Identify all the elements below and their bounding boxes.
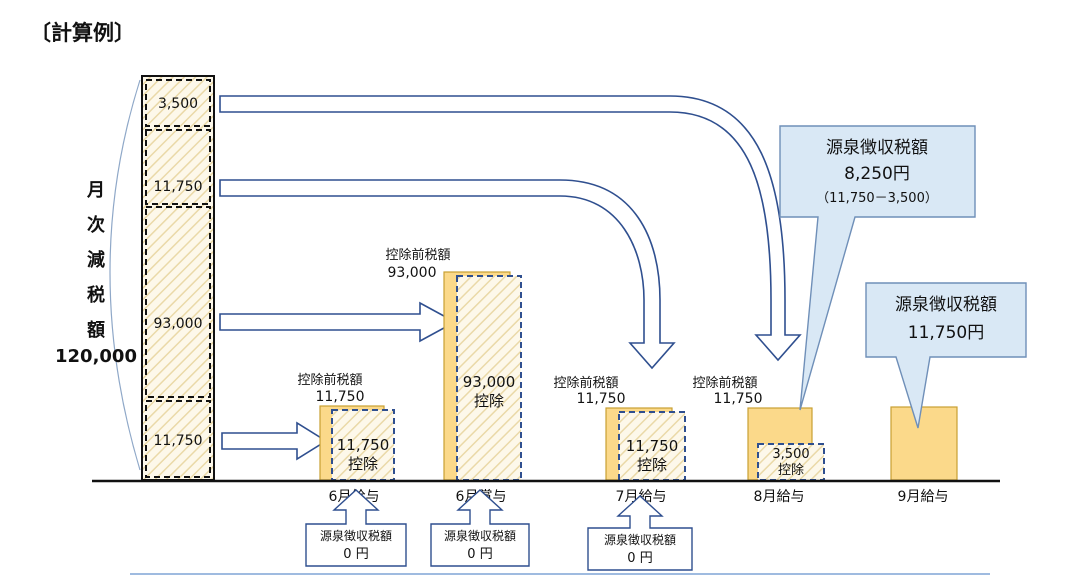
segment-box — [145, 129, 211, 205]
callout-aug: 源泉徴収税額 8,250円 （11,750－3,500） — [779, 125, 976, 411]
deduction-box — [757, 443, 825, 481]
withholding-box-july-salary: 源泉徴収税額 0 円 — [587, 495, 693, 571]
pre-tax-value: 11,750 — [714, 391, 763, 407]
pre-tax-label: 控除前税額 — [692, 375, 757, 391]
segment-value: 11,750 — [154, 179, 203, 195]
segment-value: 93,000 — [154, 316, 203, 332]
right-arrow-icon — [219, 301, 457, 343]
pre-tax-value: 93,000 — [388, 265, 437, 281]
segment-box — [145, 400, 211, 478]
segment-box — [145, 79, 211, 127]
withholding-value: 0 円 — [467, 547, 492, 562]
label-char: 減 — [87, 249, 105, 271]
callout-sep: 源泉徴収税額 11,750円 — [865, 282, 1027, 429]
column-june-salary: 控除前税額 11,750 11,750 控除 — [297, 372, 395, 481]
pre-tax-label: 控除前税額 — [297, 372, 362, 388]
deduction-box — [618, 411, 686, 481]
reduction-stack: 3,500 11,750 93,000 11,750 — [141, 75, 215, 481]
deduction-label: 控除 — [778, 463, 804, 478]
monthly-reduction-total: 120,000 — [55, 346, 137, 367]
deduction-value: 3,500 — [772, 447, 809, 462]
callout-amount: 8,250円 — [844, 164, 910, 184]
callout-amount: 11,750円 — [908, 323, 984, 343]
label-char: 額 — [86, 319, 105, 341]
label-char: 次 — [87, 214, 105, 236]
withholding-box-june-salary: 源泉徴収税額 0 円 — [305, 489, 407, 567]
segment-value: 3,500 — [158, 96, 198, 112]
deduction-box — [456, 275, 522, 481]
withholding-value: 0 円 — [627, 551, 652, 566]
pre-tax-value: 11,750 — [577, 391, 626, 407]
withholding-label: 源泉徴収税額 — [604, 533, 676, 547]
page-title: 〔計算例〕 — [30, 21, 135, 45]
deduction-label: 控除 — [637, 456, 667, 474]
withholding-value: 0 円 — [343, 547, 368, 562]
curved-arrow-icon — [219, 179, 676, 370]
brace-arc — [109, 79, 141, 471]
withholding-box-june-bonus: 源泉徴収税額 0 円 — [430, 489, 530, 567]
callout-title: 源泉徴収税額 — [895, 295, 997, 315]
column-sep-salary-bar — [890, 406, 958, 481]
deduction-label: 控除 — [474, 392, 504, 410]
monthly-reduction-label: 月 次 減 税 額 120,000 — [55, 180, 137, 367]
withholding-label: 源泉徴収税額 — [320, 529, 392, 543]
column-june-bonus: 控除前税額 93,000 93,000 控除 — [385, 247, 522, 481]
label-char: 税 — [87, 284, 105, 306]
pre-tax-label: 控除前税額 — [385, 247, 450, 263]
curved-arrow-icon — [219, 95, 802, 362]
column-aug-salary: 控除前税額 11,750 3,500 控除 — [692, 375, 825, 481]
segment-value: 11,750 — [154, 433, 203, 449]
deduction-value: 93,000 — [463, 373, 516, 391]
pre-tax-value: 11,750 — [316, 389, 365, 405]
deduction-value: 11,750 — [626, 437, 679, 455]
month-label: 8月給与 — [754, 489, 805, 505]
deduction-label: 控除 — [348, 455, 378, 473]
deduction-value: 11,750 — [337, 436, 390, 454]
column-july-salary: 控除前税額 11,750 11,750 控除 — [553, 375, 686, 481]
callout-formula: （11,750－3,500） — [816, 191, 938, 206]
right-arrow-icon — [221, 421, 328, 461]
month-label: 9月給与 — [898, 489, 949, 505]
pre-tax-label: 控除前税額 — [553, 375, 618, 391]
segment-box — [145, 206, 211, 398]
callout-title: 源泉徴収税額 — [826, 138, 928, 158]
withholding-label: 源泉徴収税額 — [444, 529, 516, 543]
label-char: 月 — [86, 180, 105, 201]
